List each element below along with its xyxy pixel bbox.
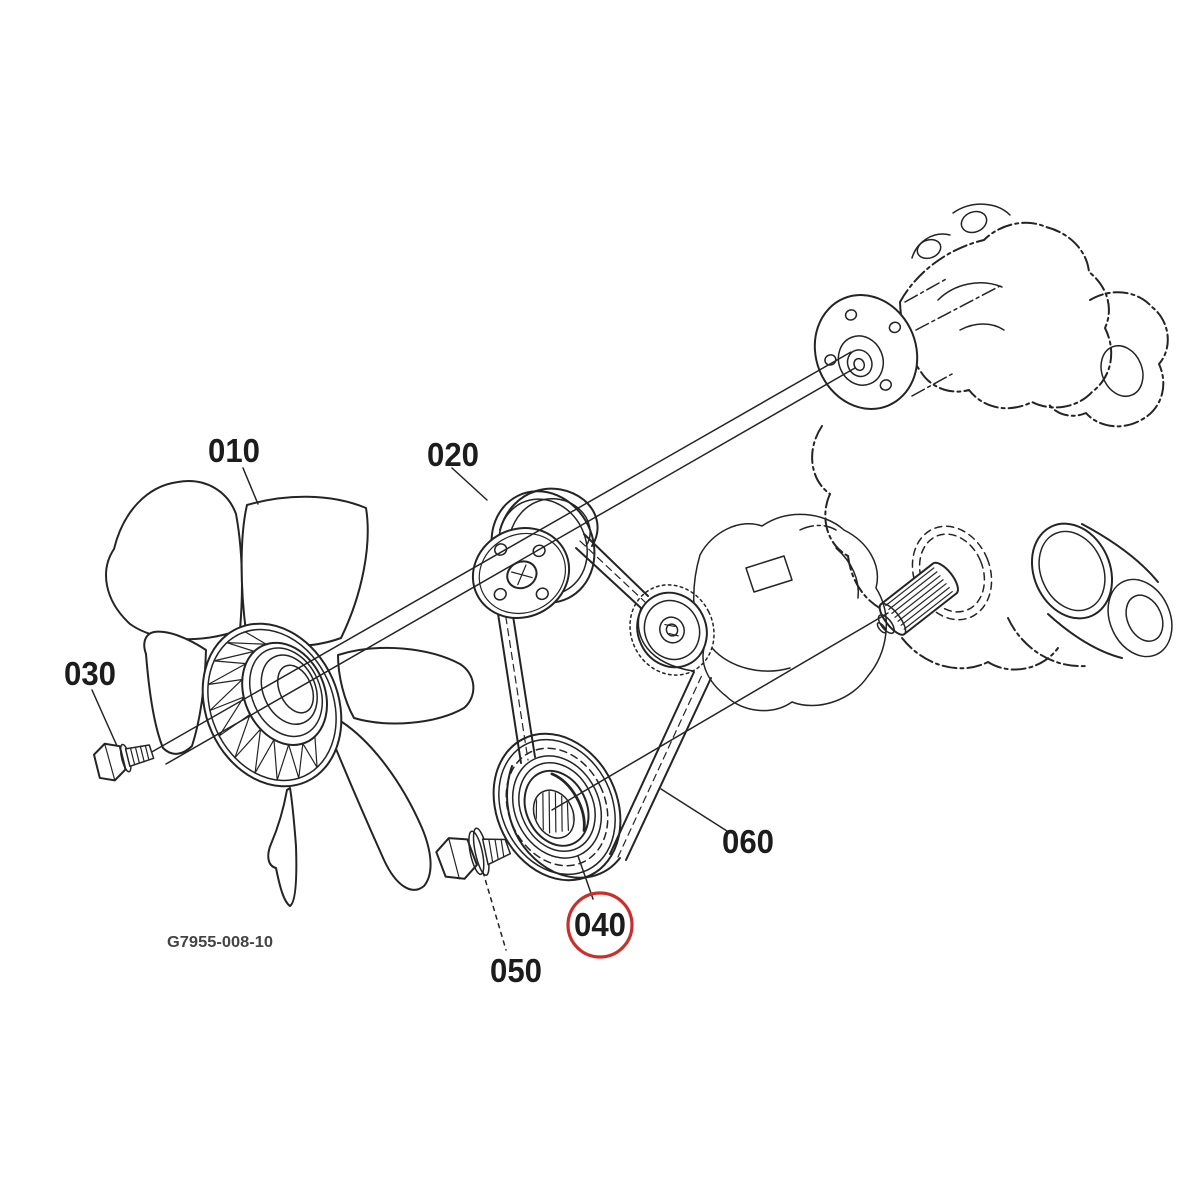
engine-gearcase-drawing xyxy=(811,425,1173,671)
cooling-fan-drawing xyxy=(105,480,475,907)
fan-bolt-drawing xyxy=(92,742,155,782)
leader-010 xyxy=(242,467,259,505)
callout-label-060: 060 xyxy=(722,823,774,860)
leader-lines xyxy=(91,467,728,951)
pulley-bolt-drawing xyxy=(435,827,512,880)
gearcase-boss xyxy=(1030,522,1114,620)
gearcase-boss-end xyxy=(1107,578,1173,658)
assembly-axis-lines xyxy=(149,351,856,765)
crank-axis-line xyxy=(551,612,889,811)
v-belt-drawing xyxy=(496,487,712,879)
callout-label-010: 010 xyxy=(208,432,260,469)
fan-hub xyxy=(201,622,343,788)
alternator-pulley xyxy=(629,584,715,676)
drawing-number: G7955-008-10 xyxy=(167,934,273,951)
water-pump-flange xyxy=(813,294,919,410)
crankshaft-spline-stub xyxy=(876,561,959,636)
highlight-circle xyxy=(566,891,634,959)
leader-030 xyxy=(91,689,118,747)
callout-label-040: 040 xyxy=(574,906,626,943)
water-pump-assembly-drawing xyxy=(813,203,1169,428)
callout-label-030: 030 xyxy=(64,655,116,692)
leader-050 xyxy=(482,871,507,951)
leader-040 xyxy=(577,855,594,900)
leader-060 xyxy=(660,788,728,832)
alternator-drawing xyxy=(629,513,887,712)
fan-pulley-disc-drawing xyxy=(471,526,571,620)
callout-label-050: 050 xyxy=(490,952,542,989)
leader-020 xyxy=(451,467,488,501)
callout-label-020: 020 xyxy=(427,436,479,473)
